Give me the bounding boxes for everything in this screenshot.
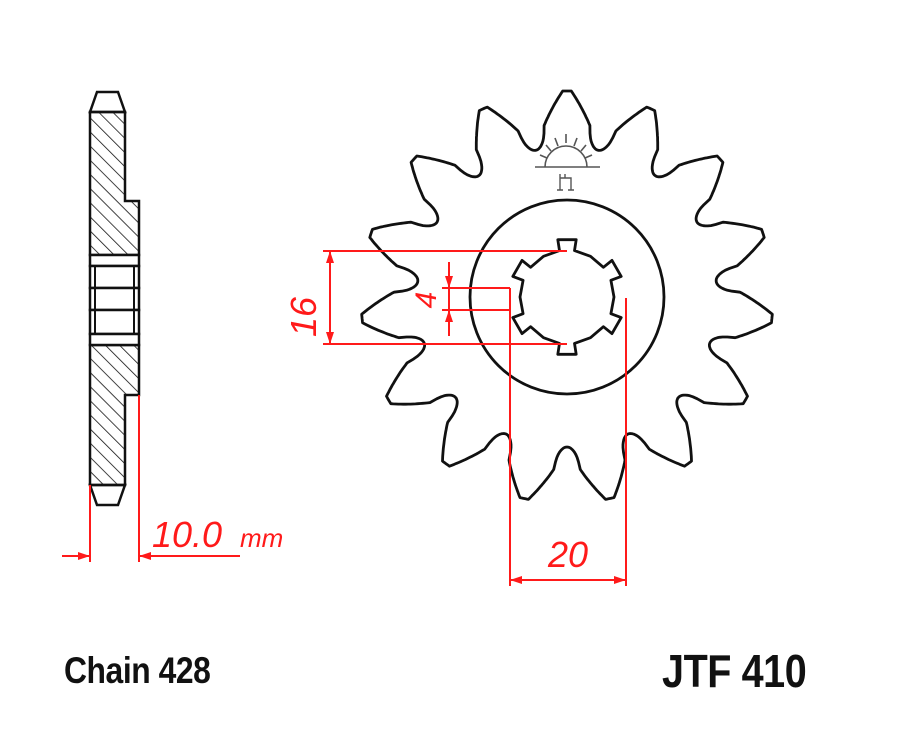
side-tooth-top [88,90,127,114]
side-bore-band-3 [88,332,141,347]
thickness-dimension: 10.0 mm [62,395,283,562]
hub-circle [468,198,666,396]
sprocket-front-view [360,89,774,501]
spline-outer-dimension: 16 [283,296,324,337]
spline-span-dimension: 20 [547,534,588,575]
spline-dimensions [323,250,627,586]
side-bore-slot-1 [88,264,141,290]
side-bore-band-1 [88,253,141,268]
side-bore-slot-2 [88,308,141,336]
thickness-value: 10.0 [152,514,222,555]
side-body-lower [88,343,141,487]
side-bore-band-2 [88,286,141,312]
chain-label: Chain 428 [64,650,211,691]
part-number-label: JTF 410 [662,645,807,697]
side-body-upper [88,110,141,257]
thickness-unit: mm [240,523,283,553]
sprocket-outline [360,89,774,501]
spline-bore [511,238,623,356]
sunrise-logo-icon [535,134,600,191]
side-profile [88,90,141,507]
side-tooth-bottom [88,483,127,507]
spline-width-dimension: 4 [410,292,443,309]
